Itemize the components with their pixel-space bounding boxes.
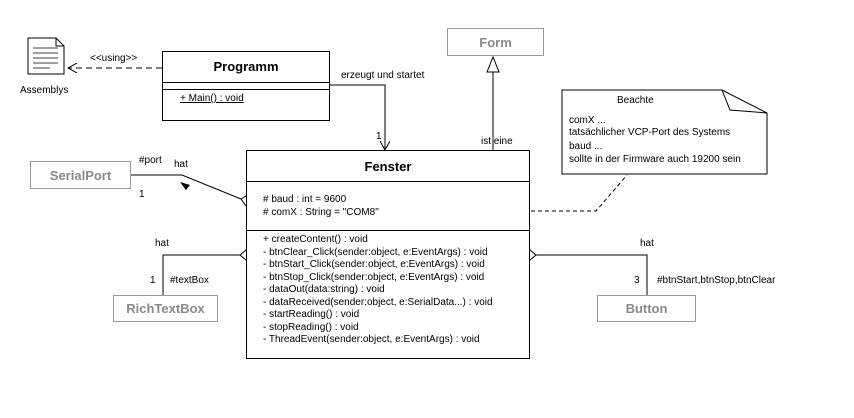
creates-label: erzeugt und startet — [341, 70, 425, 81]
class-programm-name: Programm — [213, 59, 279, 74]
note-line-2: tatsächlicher VCP-Port des Systems — [569, 127, 731, 138]
serialport-aggregation-line — [131, 174, 242, 200]
operation-threadevent: - ThreadEvent(sender:object, e:EventArgs… — [263, 334, 480, 345]
operation-main: + Main() : void — [180, 93, 244, 104]
button-role-label: #btnStart,btnStop,btnClear — [657, 275, 776, 286]
class-button[interactable]: Button — [597, 295, 696, 322]
creates-association-line — [330, 84, 385, 150]
class-form[interactable]: Form — [447, 28, 544, 56]
class-programm[interactable]: Programm + Main() : void — [162, 51, 330, 121]
operation-dataout: - dataOut(data:string) : void — [263, 284, 385, 295]
class-serialport[interactable]: SerialPort — [30, 161, 131, 189]
inheritance-triangle — [486, 55, 500, 73]
operation-stopreading: - stopReading() : void — [263, 321, 359, 333]
operation-startreading: - startReading() : void — [263, 309, 360, 320]
operation-btnclear-click: - btnClear_Click(sender:object, e:EventA… — [263, 246, 488, 258]
serialport-hat-label: hat — [174, 159, 188, 170]
attribute-baud: # baud : int = 9600 — [263, 194, 347, 205]
serialport-multiplicity: 1 — [139, 189, 145, 200]
using-stereotype-label: <<using>> — [90, 53, 138, 64]
button-multiplicity: 3 — [634, 275, 640, 286]
class-fenster-name: Fenster — [364, 159, 412, 174]
note-line-1: comX ... — [569, 115, 606, 126]
class-fenster[interactable]: Fenster # baud : int = 9600 # comX : Str… — [246, 150, 530, 359]
note-line-4: sollte in der Firmware auch 19200 sein — [569, 154, 741, 165]
operation-btnstart-click: - btnStart_Click(sender:object, e:EventA… — [263, 259, 485, 270]
button-aggregation-line — [536, 254, 648, 295]
operation-createcontent: + createContent() : void — [263, 234, 368, 245]
class-richtextbox[interactable]: RichTextBox — [113, 295, 218, 322]
richtextbox-aggregation-line — [162, 254, 240, 295]
richtextbox-role-label: #textBox — [170, 275, 209, 286]
richtextbox-multiplicity: 1 — [150, 275, 156, 286]
navigability-arrow-icon — [180, 182, 190, 190]
note-title: Beachte — [617, 95, 654, 106]
assemblys-label: Assemblys — [20, 85, 69, 96]
attribute-comx: # comX : String = "COM8" — [263, 206, 379, 218]
richtextbox-hat-label: hat — [155, 238, 169, 249]
button-hat-label: hat — [640, 238, 654, 249]
is-a-label: ist eine — [481, 136, 513, 147]
operation-datareceived: - dataReceived(sender:object, e:SerialDa… — [263, 296, 493, 308]
operation-btnstop-click: - btnStop_Click(sender:object, e:EventAr… — [263, 271, 485, 283]
note-line-3: baud ... — [569, 141, 603, 152]
note-shape — [561, 89, 768, 175]
assemblys-document-icon — [27, 37, 65, 75]
creates-multiplicity: 1 — [376, 131, 382, 142]
serialport-role-label: #port — [139, 155, 162, 166]
